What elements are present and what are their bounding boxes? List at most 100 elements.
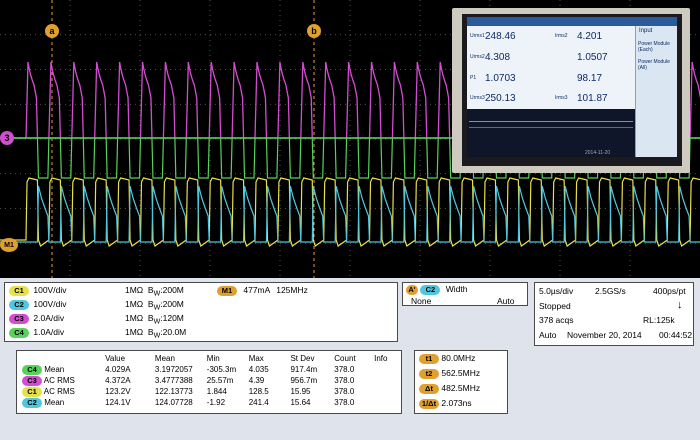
resolution: 400ps/pt — [653, 286, 686, 296]
trigger-auto: Auto — [497, 296, 515, 306]
bw-label: B — [147, 299, 154, 309]
measurement-header-row: Value Mean Min Max St Dev Count Info — [19, 353, 401, 364]
cursor-badge: 1/Δt — [419, 398, 439, 409]
bw-sub: W — [153, 317, 161, 326]
acquisition-panel[interactable]: 5.0µs/div 2.5GS/s 400ps/pt Stopped ↓ 378… — [534, 282, 694, 346]
bw-sub: W — [153, 331, 161, 340]
cell: 122.13773 — [154, 387, 193, 396]
channel-bandwidth: :200M — [160, 299, 184, 309]
channel-row[interactable]: C1 100V/div — [9, 285, 66, 296]
channel-settings-panel[interactable]: C1 100V/div 1MΩ BW:200M C2 100V/div 1MΩ … — [4, 282, 398, 342]
right-value-2: 1.0507 — [577, 52, 608, 63]
cursor-b-label[interactable]: b — [307, 24, 321, 38]
cell: 25.57m — [206, 376, 234, 385]
cell: 378.0 — [334, 376, 355, 385]
cell: 15.64 — [290, 398, 311, 407]
arrow-down-icon: ↓ — [677, 299, 683, 311]
measurement-row[interactable]: C3 AC RMS 4.372A 3.4777388 25.57m 4.39 9… — [19, 375, 401, 386]
cell: 3.4777388 — [154, 376, 193, 385]
cursor-badge: t1 — [419, 353, 439, 364]
power-analyzer-screen: Input Power Module (Each) Power Module (… — [467, 17, 677, 157]
cursor-readout-row: Δt 482.5MHz — [419, 383, 480, 394]
urms1-value: 248.46 — [485, 31, 516, 42]
channel-badge: C2 — [9, 299, 29, 310]
measurement-name: Mean — [44, 397, 65, 407]
m1-ground-marker[interactable]: M1 — [0, 238, 18, 252]
measurement-row[interactable]: C4 Mean 4.029A 3.1972057 -305.3m 4.035 9… — [19, 364, 401, 375]
urms3-label: Urms3 — [470, 95, 485, 101]
measurement-name: AC RMS — [43, 386, 75, 396]
cursor-a-label[interactable]: a — [45, 24, 59, 38]
channel-bandwidth: :200M — [160, 285, 184, 295]
cell: 378.0 — [334, 365, 355, 374]
date: November 20, 2014 — [567, 330, 642, 340]
math-row[interactable]: M1 477mA 125MHz — [217, 285, 308, 296]
measurement-name: Mean — [44, 364, 65, 374]
cursor-value: 80.0MHz — [441, 353, 476, 363]
measurement-row[interactable]: C2 Mean 124.1V 124.07728 -1.92 241.4 15.… — [19, 397, 401, 408]
waveform-display[interactable]: a b 3 M1 Input Power Module (Each) Power… — [0, 0, 700, 278]
cell: -305.3m — [206, 365, 237, 374]
analyzer-menu-item-1[interactable]: Power Module (Each) — [638, 41, 670, 53]
channel-row[interactable]: C4 1.0A/div — [9, 327, 64, 338]
measurement-row[interactable]: C1 AC RMS 123.2V 122.13773 1.844 128.5 1… — [19, 386, 401, 397]
right-value-3: 98.17 — [577, 73, 603, 84]
irms3-value: 101.87 — [577, 93, 608, 104]
math-badge: M1 — [217, 285, 237, 296]
bw-label: B — [147, 313, 154, 323]
cell — [371, 375, 401, 386]
p1-label: P1 — [470, 75, 477, 81]
bw-label: B — [147, 327, 154, 337]
cell: 4.035 — [248, 365, 269, 374]
time: 00:44:52 — [659, 330, 693, 340]
trigger-panel[interactable]: A' C2 Width None Auto — [402, 282, 528, 306]
urms2-label: Urms2 — [470, 54, 485, 60]
col-header: Mean — [154, 354, 175, 363]
trigger-source-badge: C2 — [420, 284, 441, 295]
waveform-canvas — [0, 0, 700, 278]
cell: 241.4 — [248, 398, 269, 407]
acquisition-mode: Auto — [539, 330, 557, 340]
channel-impedance: 1MΩ — [125, 285, 144, 295]
channel-row[interactable]: C3 2.0A/div — [9, 313, 64, 324]
measurement-panel[interactable]: Value Mean Min Max St Dev Count Info C4 … — [16, 350, 402, 414]
channel-scale: 100V/div — [33, 285, 67, 295]
col-header: Count — [334, 354, 356, 363]
cell: 1.844 — [206, 387, 227, 396]
cell: 378.0 — [334, 398, 355, 407]
col-header: Min — [206, 354, 220, 363]
cell: 124.1V — [105, 398, 131, 407]
cursor-value: 2.073ns — [441, 398, 472, 408]
cursor-readout-row: 1/Δt 2.073ns — [419, 398, 472, 409]
cursor-readout-panel[interactable]: t1 80.0MHz t2 562.5MHz Δt 482.5MHz 1/Δt … — [414, 350, 508, 414]
cell: 956.7m — [290, 376, 318, 385]
measurement-table: Value Mean Min Max St Dev Count Info C4 … — [19, 353, 401, 408]
cursor-badge: Δt — [419, 383, 439, 394]
cursor-badge: t2 — [419, 368, 439, 379]
measurement-channel-badge: C4 — [22, 364, 42, 375]
cell: 15.95 — [290, 387, 311, 396]
col-header: Max — [248, 354, 264, 363]
cell: -1.92 — [206, 398, 226, 407]
col-header: Value — [105, 354, 126, 363]
urms2-value: 4.308 — [485, 52, 511, 63]
cell: 4.39 — [248, 376, 265, 385]
trigger-badge: A' — [406, 284, 418, 295]
analyzer-menu-item-2[interactable]: Power Module (All) — [638, 59, 670, 71]
cell: 4.029A — [105, 365, 131, 374]
cell — [371, 397, 401, 408]
cell: 128.5 — [248, 387, 269, 396]
cell: 4.372A — [105, 376, 131, 385]
channel-row[interactable]: C2 100V/div — [9, 299, 66, 310]
c1-trace — [0, 177, 700, 247]
cursor-value: 482.5MHz — [441, 383, 481, 393]
c2-trace — [0, 185, 700, 243]
irms2-label: Irms2 — [555, 33, 568, 39]
cursor-value: 562.5MHz — [441, 368, 481, 378]
channel-scale: 2.0A/div — [33, 313, 65, 323]
trigger-mode: Width — [445, 284, 468, 294]
c3-ground-marker[interactable]: 3 — [0, 131, 14, 145]
math-value: 477mA — [243, 285, 270, 295]
trigger-coupling: None — [411, 296, 432, 306]
status-area: C1 100V/div 1MΩ BW:200M C2 100V/div 1MΩ … — [0, 280, 700, 440]
